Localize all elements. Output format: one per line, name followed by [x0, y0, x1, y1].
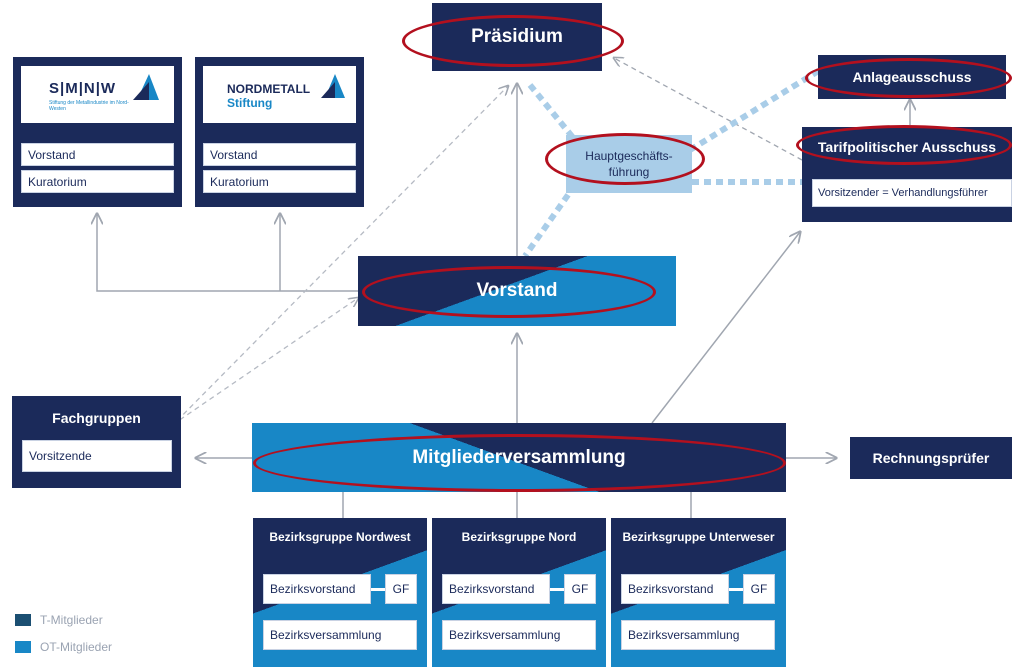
fachgruppen-to-presidium-line [157, 86, 508, 441]
district-board-row: Bezirksvorstand [442, 574, 550, 604]
auditors-box: Rechnungsprüfer [850, 437, 1012, 479]
board-label: Vorstand [476, 280, 558, 301]
district-assembly-row: Bezirksversammlung [263, 620, 417, 650]
assembly-box: Mitgliederversammlung [252, 423, 786, 492]
district-gf-row: GF [743, 574, 775, 604]
district-title: Bezirksgruppe Nordwest [269, 530, 411, 544]
management-label: Hauptgeschäfts- führung [585, 149, 673, 179]
legend-t-members-swatch [15, 614, 31, 626]
nordmetall-trustees-row: Kuratorium [203, 170, 356, 193]
presidium-label: Präsidium [471, 26, 563, 47]
presidium-box: Präsidium [432, 3, 602, 71]
district-connector [729, 588, 743, 591]
investment-committee-box: Anlageausschuss [818, 55, 1006, 99]
board-box: Vorstand [358, 256, 676, 326]
management-to-presidium-line [527, 83, 578, 142]
nordmetall-logo: NORDMETALL Stiftung [203, 66, 356, 123]
legend-ot-members-label: OT-Mitglieder [40, 640, 113, 654]
management-to-investment-line [688, 67, 822, 153]
nordmetall-board-row: Vorstand [203, 143, 356, 166]
assembly-label: Mitgliederversammlung [412, 446, 626, 468]
district-assembly-row: Bezirksversammlung [442, 620, 596, 650]
sail-icon [321, 74, 345, 98]
fachgruppen-to-board-line [164, 298, 358, 431]
specialist-groups-box: Fachgruppen Vorsitzende [12, 396, 181, 488]
district-gf-row: GF [385, 574, 417, 604]
tariff-committee-box: Tarifpolitischer Ausschuss Vorsitzender … [802, 127, 1012, 222]
management-to-board-line [522, 183, 578, 258]
smnw-trustees-row: Kuratorium [21, 170, 174, 193]
legend-t-members-label: T-Mitglieder [40, 613, 103, 627]
district-connector [371, 588, 385, 591]
district-board-row: Bezirksvorstand [263, 574, 371, 604]
district-title: Bezirksgruppe Unterweser [622, 530, 775, 544]
smnw-logo: S|M|N|W Stiftung der Metallindustrie im … [21, 66, 174, 123]
district-group-nordwest: Bezirksgruppe Nordwest Bezirksvorstand G… [253, 518, 427, 667]
smnw-logo-subtext: Stiftung der Metallindustrie im Nord-Wes… [49, 100, 129, 112]
district-group-unterweser: Bezirksgruppe Unterweser Bezirksvorstand… [611, 518, 786, 667]
district-group-nord: Bezirksgruppe Nord Bezirksvorstand GF Be… [432, 518, 606, 667]
tariff-note-row: Vorsitzender = Verhandlungsführer [812, 179, 1012, 207]
nordmetall-logo-text: NORDMETALL [227, 82, 311, 96]
foundation-smnw: S|M|N|W Stiftung der Metallindustrie im … [13, 57, 182, 207]
smnw-board-row: Vorstand [21, 143, 174, 166]
district-connector [550, 588, 564, 591]
district-board-row: Bezirksvorstand [621, 574, 729, 604]
smnw-logo-text: S|M|N|W [49, 80, 117, 97]
nordmetall-logo-subtext: Stiftung [227, 96, 273, 110]
foundation-nordmetall: NORDMETALL Stiftung Vorstand Kuratorium [195, 57, 364, 207]
tariff-committee-label: Tarifpolitischer Ausschuss [817, 139, 997, 155]
legend-ot-members-swatch [15, 641, 31, 653]
assembly-to-tariff-line [651, 232, 800, 424]
district-gf-row: GF [564, 574, 596, 604]
management-box: Hauptgeschäfts- führung [566, 135, 692, 193]
specialist-groups-title: Fachgruppen [52, 410, 141, 426]
district-assembly-row: Bezirksversammlung [621, 620, 775, 650]
investment-committee-label: Anlageausschuss [852, 69, 972, 85]
board-to-smnw-line [97, 214, 358, 292]
specialist-groups-chair-row: Vorsitzende [22, 440, 172, 472]
district-title: Bezirksgruppe Nord [461, 530, 577, 544]
sail-icon [133, 74, 159, 100]
auditors-label: Rechnungsprüfer [872, 450, 990, 466]
